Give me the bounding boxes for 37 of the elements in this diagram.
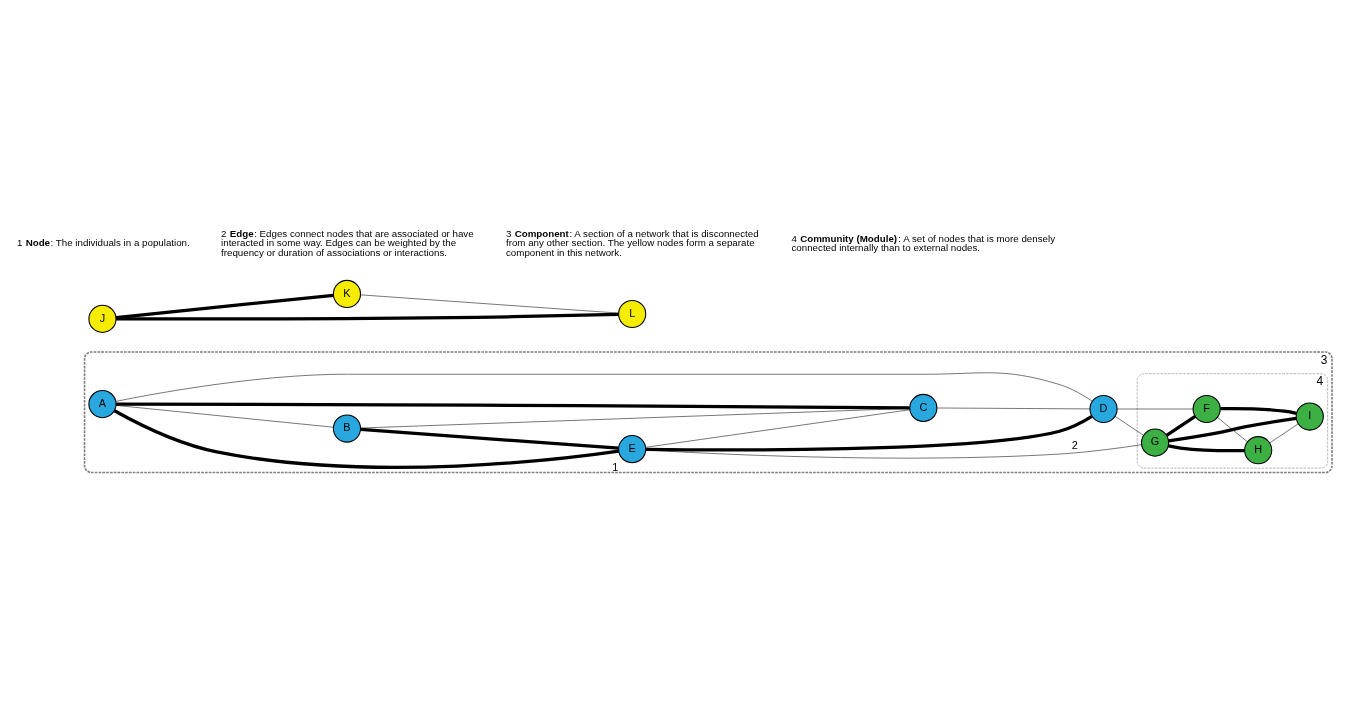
connector bbox=[115, 372, 1093, 402]
node-circle: G bbox=[1140, 428, 1170, 457]
connector bbox=[1165, 414, 1197, 437]
label: 3 Component: A section of a network that is disconnected from any other section. The yellow nodes form a separate component in this network. bbox=[505, 227, 759, 258]
node-circle: B bbox=[332, 413, 362, 443]
connector bbox=[116, 402, 910, 409]
node-circle: A bbox=[88, 389, 117, 418]
node-circle: E bbox=[618, 434, 647, 463]
node-circle: H bbox=[1244, 435, 1273, 464]
node-circle: J bbox=[88, 304, 117, 333]
connector bbox=[645, 414, 1093, 451]
connector bbox=[1168, 443, 1245, 452]
connector bbox=[1168, 416, 1297, 442]
connector bbox=[1220, 406, 1297, 415]
connector bbox=[645, 409, 911, 448]
node-circle: F bbox=[1192, 394, 1221, 423]
edge-label: 2 bbox=[1071, 438, 1078, 451]
node-circle: K bbox=[332, 279, 362, 308]
connector bbox=[936, 407, 1091, 409]
connector bbox=[1269, 423, 1299, 443]
label: 4 Community (Module): A set of nodes that is more densely connected internally than to external nodes. bbox=[791, 232, 1056, 253]
node-circle: L bbox=[618, 299, 647, 328]
connector bbox=[1114, 415, 1144, 436]
connector bbox=[115, 293, 334, 319]
connector bbox=[1116, 408, 1194, 409]
node-label: 1 bbox=[612, 460, 619, 473]
label: 2 Edge: Edges connect nodes that are associated or have interacted in some way. Edges can be weighted by the frequency or duration of associations or interactions. bbox=[221, 227, 474, 258]
connector bbox=[360, 407, 910, 428]
connector bbox=[113, 408, 619, 469]
node-circle: D bbox=[1089, 394, 1118, 423]
node-circle: C bbox=[909, 393, 938, 422]
node-circle: I bbox=[1295, 401, 1324, 431]
connector bbox=[116, 312, 619, 321]
connector bbox=[360, 294, 619, 313]
label: 1 Node: The individuals in a population. bbox=[16, 236, 190, 248]
connector bbox=[360, 427, 619, 450]
connector bbox=[1217, 416, 1248, 442]
